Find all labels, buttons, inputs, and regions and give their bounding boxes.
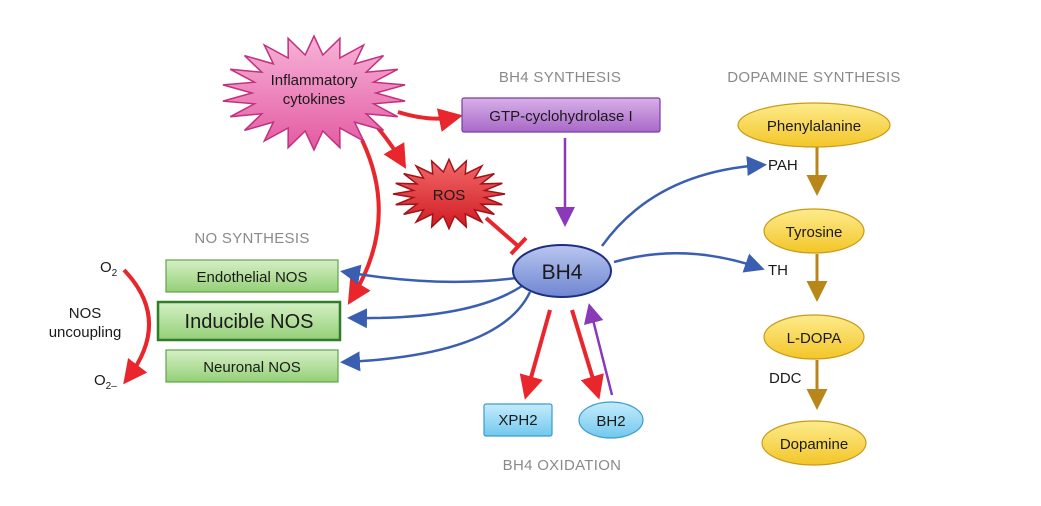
header-bh4-synthesis: BH4 SYNTHESIS bbox=[499, 69, 621, 86]
arrow-nos-uncoupling bbox=[122, 268, 151, 385]
ros-label: ROS bbox=[433, 187, 466, 204]
arrow-bh4-to-xph2 bbox=[519, 309, 552, 400]
enzyme-ddc-label: DDC bbox=[769, 370, 802, 387]
tyrosine-node: Tyrosine bbox=[763, 208, 865, 254]
arrow-bh4-to-bh2 bbox=[570, 309, 604, 400]
enzyme-th-label: TH bbox=[768, 262, 788, 279]
ros-node: ROS bbox=[392, 157, 506, 231]
nos-uncoupling-label-line1: NOS bbox=[69, 305, 102, 322]
inducible-nos-label: Inducible NOS bbox=[185, 311, 314, 333]
dopamine-node: Dopamine bbox=[761, 420, 867, 466]
arrow-bh4-to-neuronal-nos bbox=[340, 291, 532, 372]
inhibit-ros-bh4 bbox=[484, 216, 520, 248]
dopamine-label: Dopamine bbox=[780, 436, 848, 453]
inflammatory-cytokines-node: Inflammatory cytokines bbox=[222, 34, 406, 152]
gtp-cyclohydrolase-node: GTP-cyclohydrolase I bbox=[461, 97, 661, 133]
endothelial-nos-label: Endothelial NOS bbox=[197, 269, 308, 286]
cytokines-label-line1: Inflammatory bbox=[271, 72, 358, 89]
bh2-label: BH2 bbox=[596, 413, 625, 430]
cytokines-label-line2: cytokines bbox=[283, 91, 346, 108]
enzyme-pah-label: PAH bbox=[768, 157, 798, 174]
o2-label: O2 bbox=[100, 259, 118, 279]
arrow-cytokines-to-inducible-nos bbox=[347, 139, 381, 305]
nos-uncoupling-label-line2: uncoupling bbox=[49, 324, 122, 341]
cytokine-starburst-shape bbox=[222, 34, 406, 152]
xph2-node: XPH2 bbox=[483, 403, 553, 437]
header-bh4-oxidation: BH4 OXIDATION bbox=[503, 457, 622, 474]
tyrosine-label: Tyrosine bbox=[786, 224, 843, 241]
phenylalanine-label: Phenylalanine bbox=[767, 118, 861, 135]
arrow-bh4-to-inducible-nos bbox=[347, 284, 523, 329]
ros-starburst-shape bbox=[392, 157, 506, 231]
phenylalanine-node: Phenylalanine bbox=[737, 102, 891, 148]
ldopa-label: L-DOPA bbox=[787, 330, 842, 347]
inhibit-bar bbox=[509, 236, 528, 256]
superoxide-label: O2– bbox=[94, 372, 117, 392]
bh4-label: BH4 bbox=[542, 261, 583, 284]
arrow-bh4-to-pah bbox=[600, 156, 767, 247]
xph2-label: XPH2 bbox=[498, 412, 537, 429]
arrow-cytokines-to-gtp bbox=[397, 108, 463, 132]
neuronal-nos-label: Neuronal NOS bbox=[203, 359, 301, 376]
header-no-synthesis: NO SYNTHESIS bbox=[194, 230, 309, 247]
endothelial-nos-node: Endothelial NOS bbox=[165, 259, 339, 293]
arrow-bh2-to-bh4 bbox=[583, 303, 614, 396]
arrow-bh4-to-th bbox=[613, 252, 765, 273]
bh4-node: BH4 bbox=[512, 244, 612, 298]
neuronal-nos-node: Neuronal NOS bbox=[165, 349, 339, 383]
ldopa-node: L-DOPA bbox=[763, 314, 865, 360]
arrow-cytokines-to-ros bbox=[376, 126, 407, 169]
gtp-label: GTP-cyclohydrolase I bbox=[489, 108, 632, 125]
inducible-nos-node: Inducible NOS bbox=[156, 300, 342, 342]
arrow-bh4-to-endothelial-nos bbox=[340, 264, 517, 285]
header-dopamine-synthesis: DOPAMINE SYNTHESIS bbox=[727, 69, 900, 86]
bh2-node: BH2 bbox=[578, 401, 644, 439]
